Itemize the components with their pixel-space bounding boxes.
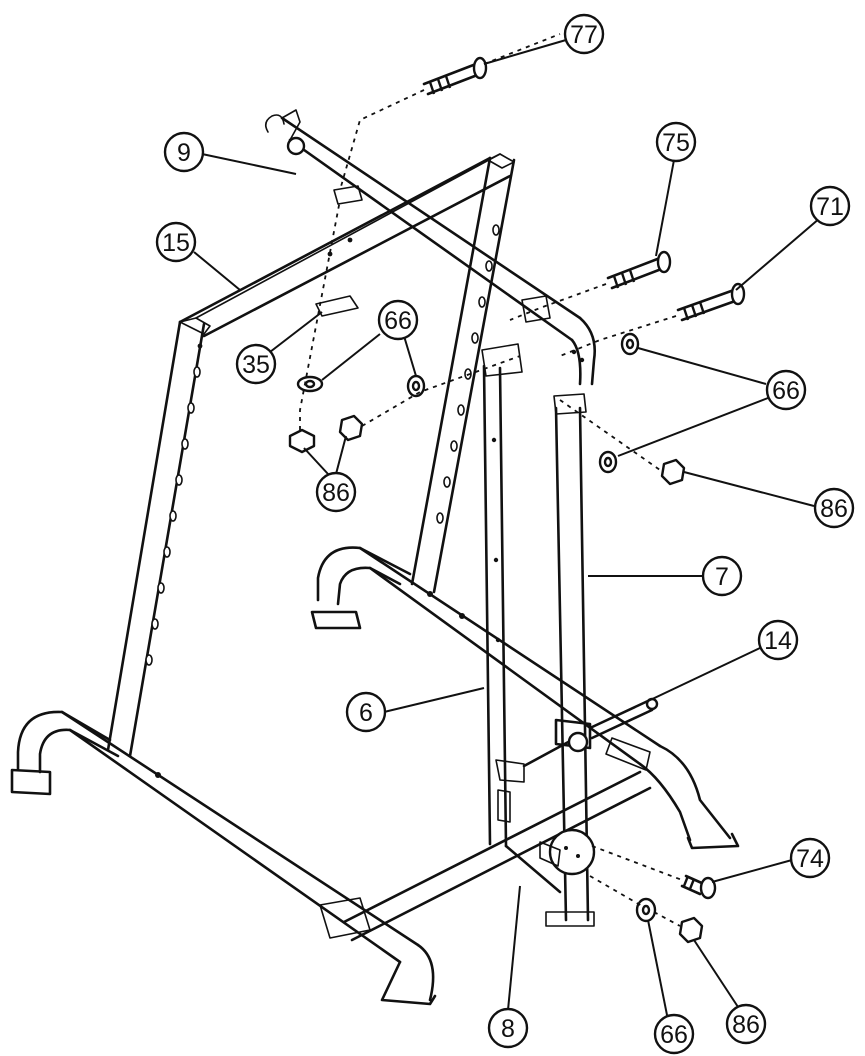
front-base-tube [60,710,437,1006]
guide-rod-6 [481,343,525,848]
upright-7 [545,393,596,927]
top-frame-bar [178,153,512,338]
callout-66-right-top: 66 [765,369,807,411]
callout-75-label: 75 [662,129,690,157]
callout-7-label: 7 [715,563,729,591]
callout-77-label: 77 [570,21,598,49]
nut-86-right [559,399,686,486]
callout-86-left: 86 [315,471,357,513]
rear-base-tube [358,546,740,850]
washer-66-left-b [406,374,426,398]
callout-14: 14 [757,619,799,661]
nut-86-bottom [653,911,704,944]
leader-lines [193,39,821,1021]
bolt-74 [591,845,717,900]
callout-6: 6 [345,691,387,733]
nut-86-left-b [299,199,521,442]
washer-66-bottom [589,875,657,923]
callout-75: 75 [655,121,697,163]
callout-74: 74 [789,837,831,879]
washer-66-right-top [620,332,640,356]
callout-86-right: 86 [813,487,855,529]
callout-66-left-label: 66 [384,307,412,335]
callout-86-left-label: 86 [322,479,350,507]
bolt-71 [559,282,746,357]
callout-74-label: 74 [796,845,824,873]
callout-7: 7 [701,555,743,597]
callout-6-label: 6 [359,699,373,727]
washer-66-right-mid [598,450,618,474]
nut-86-left-a [288,428,316,454]
bolt-77 [339,33,561,191]
callout-14-label: 14 [764,627,792,655]
callout-66-left: 66 [377,299,419,341]
cross-base-tube [342,770,652,942]
callout-71: 71 [809,185,851,227]
callout-86-right-label: 86 [820,495,848,523]
callout-77: 77 [563,13,605,55]
callout-71-label: 71 [816,193,844,221]
callout-35-label: 35 [242,351,270,379]
callout-86-bottom: 86 [725,1003,767,1045]
callout-15-label: 15 [162,229,190,257]
callout-66-bottom: 66 [653,1013,695,1055]
callout-8-label: 8 [501,1015,515,1043]
callout-9: 9 [163,131,205,173]
callout-15: 15 [155,221,197,263]
bracket-8 [504,841,562,894]
left-upright [106,317,211,758]
washer-66-left-a [296,375,324,393]
callout-8: 8 [487,1007,529,1049]
plate-35 [315,295,359,317]
callout-35: 35 [235,343,277,385]
callout-9-label: 9 [177,139,191,167]
bolt-75 [509,250,672,321]
lat-tower-top-bar [264,109,596,386]
handle-pin-14 [522,697,659,768]
callout-86-bottom-label: 86 [732,1011,760,1039]
callout-66-bottom-label: 66 [660,1021,688,1049]
right-upright [410,153,516,594]
callout-66-right-top-label: 66 [772,377,800,405]
